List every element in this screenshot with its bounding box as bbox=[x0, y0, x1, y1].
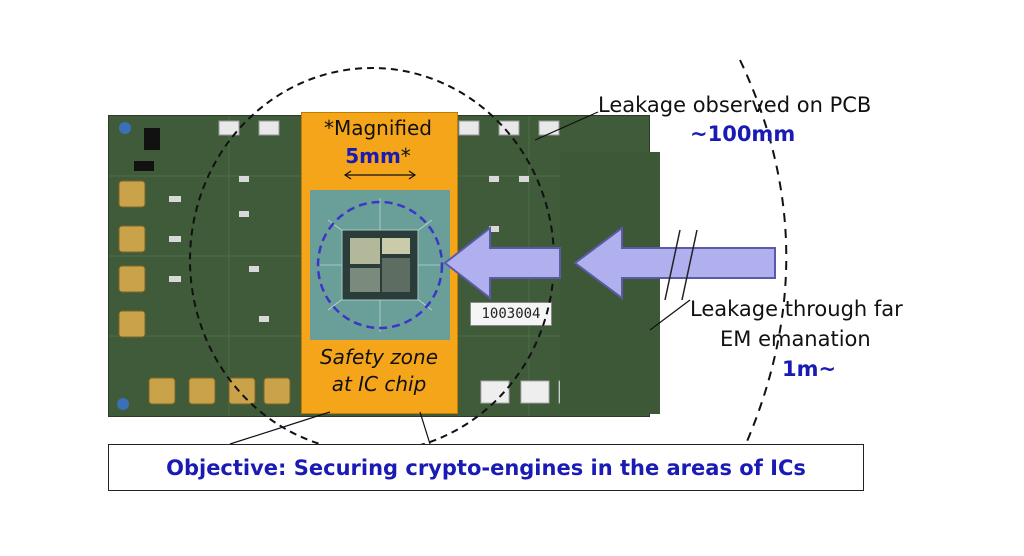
pcb-leak-label: Leakage observed on PCB bbox=[598, 93, 872, 117]
pcb-components bbox=[109, 116, 649, 416]
arrow-left-icon bbox=[573, 226, 776, 300]
objective-pointer-right bbox=[419, 411, 431, 445]
chip-size-label: 5mm* bbox=[308, 144, 448, 168]
em-leak-line1: Leakage through far bbox=[690, 297, 903, 321]
ic-chip-die bbox=[310, 190, 450, 340]
objective-box: Objective: Securing crypto-engines in th… bbox=[108, 444, 864, 491]
chip-size-value: 5mm bbox=[345, 144, 401, 168]
serial-label: 1003004 bbox=[470, 302, 552, 326]
chip-size-suffix: * bbox=[400, 144, 411, 168]
em-leak-range: 1m~ bbox=[782, 357, 837, 381]
safety-zone-line1: Safety zone bbox=[319, 345, 439, 369]
em-leak-arc bbox=[739, 59, 788, 447]
pcb-leak-range: ~100mm bbox=[690, 122, 796, 146]
pcb-leak-pointer bbox=[534, 111, 599, 141]
break-mark-icon bbox=[664, 229, 698, 301]
em-leak-pointer bbox=[649, 299, 691, 331]
double-arrow-icon bbox=[343, 170, 417, 180]
arrow-left-icon bbox=[443, 225, 561, 301]
objective-pointer-left bbox=[229, 411, 331, 445]
magnified-label: *Magnified bbox=[323, 116, 433, 140]
em-leak-line2: EM emanation bbox=[720, 327, 871, 351]
objective-text: Objective: Securing crypto-engines in th… bbox=[166, 455, 806, 480]
safety-zone-line2: at IC chip bbox=[331, 372, 427, 396]
